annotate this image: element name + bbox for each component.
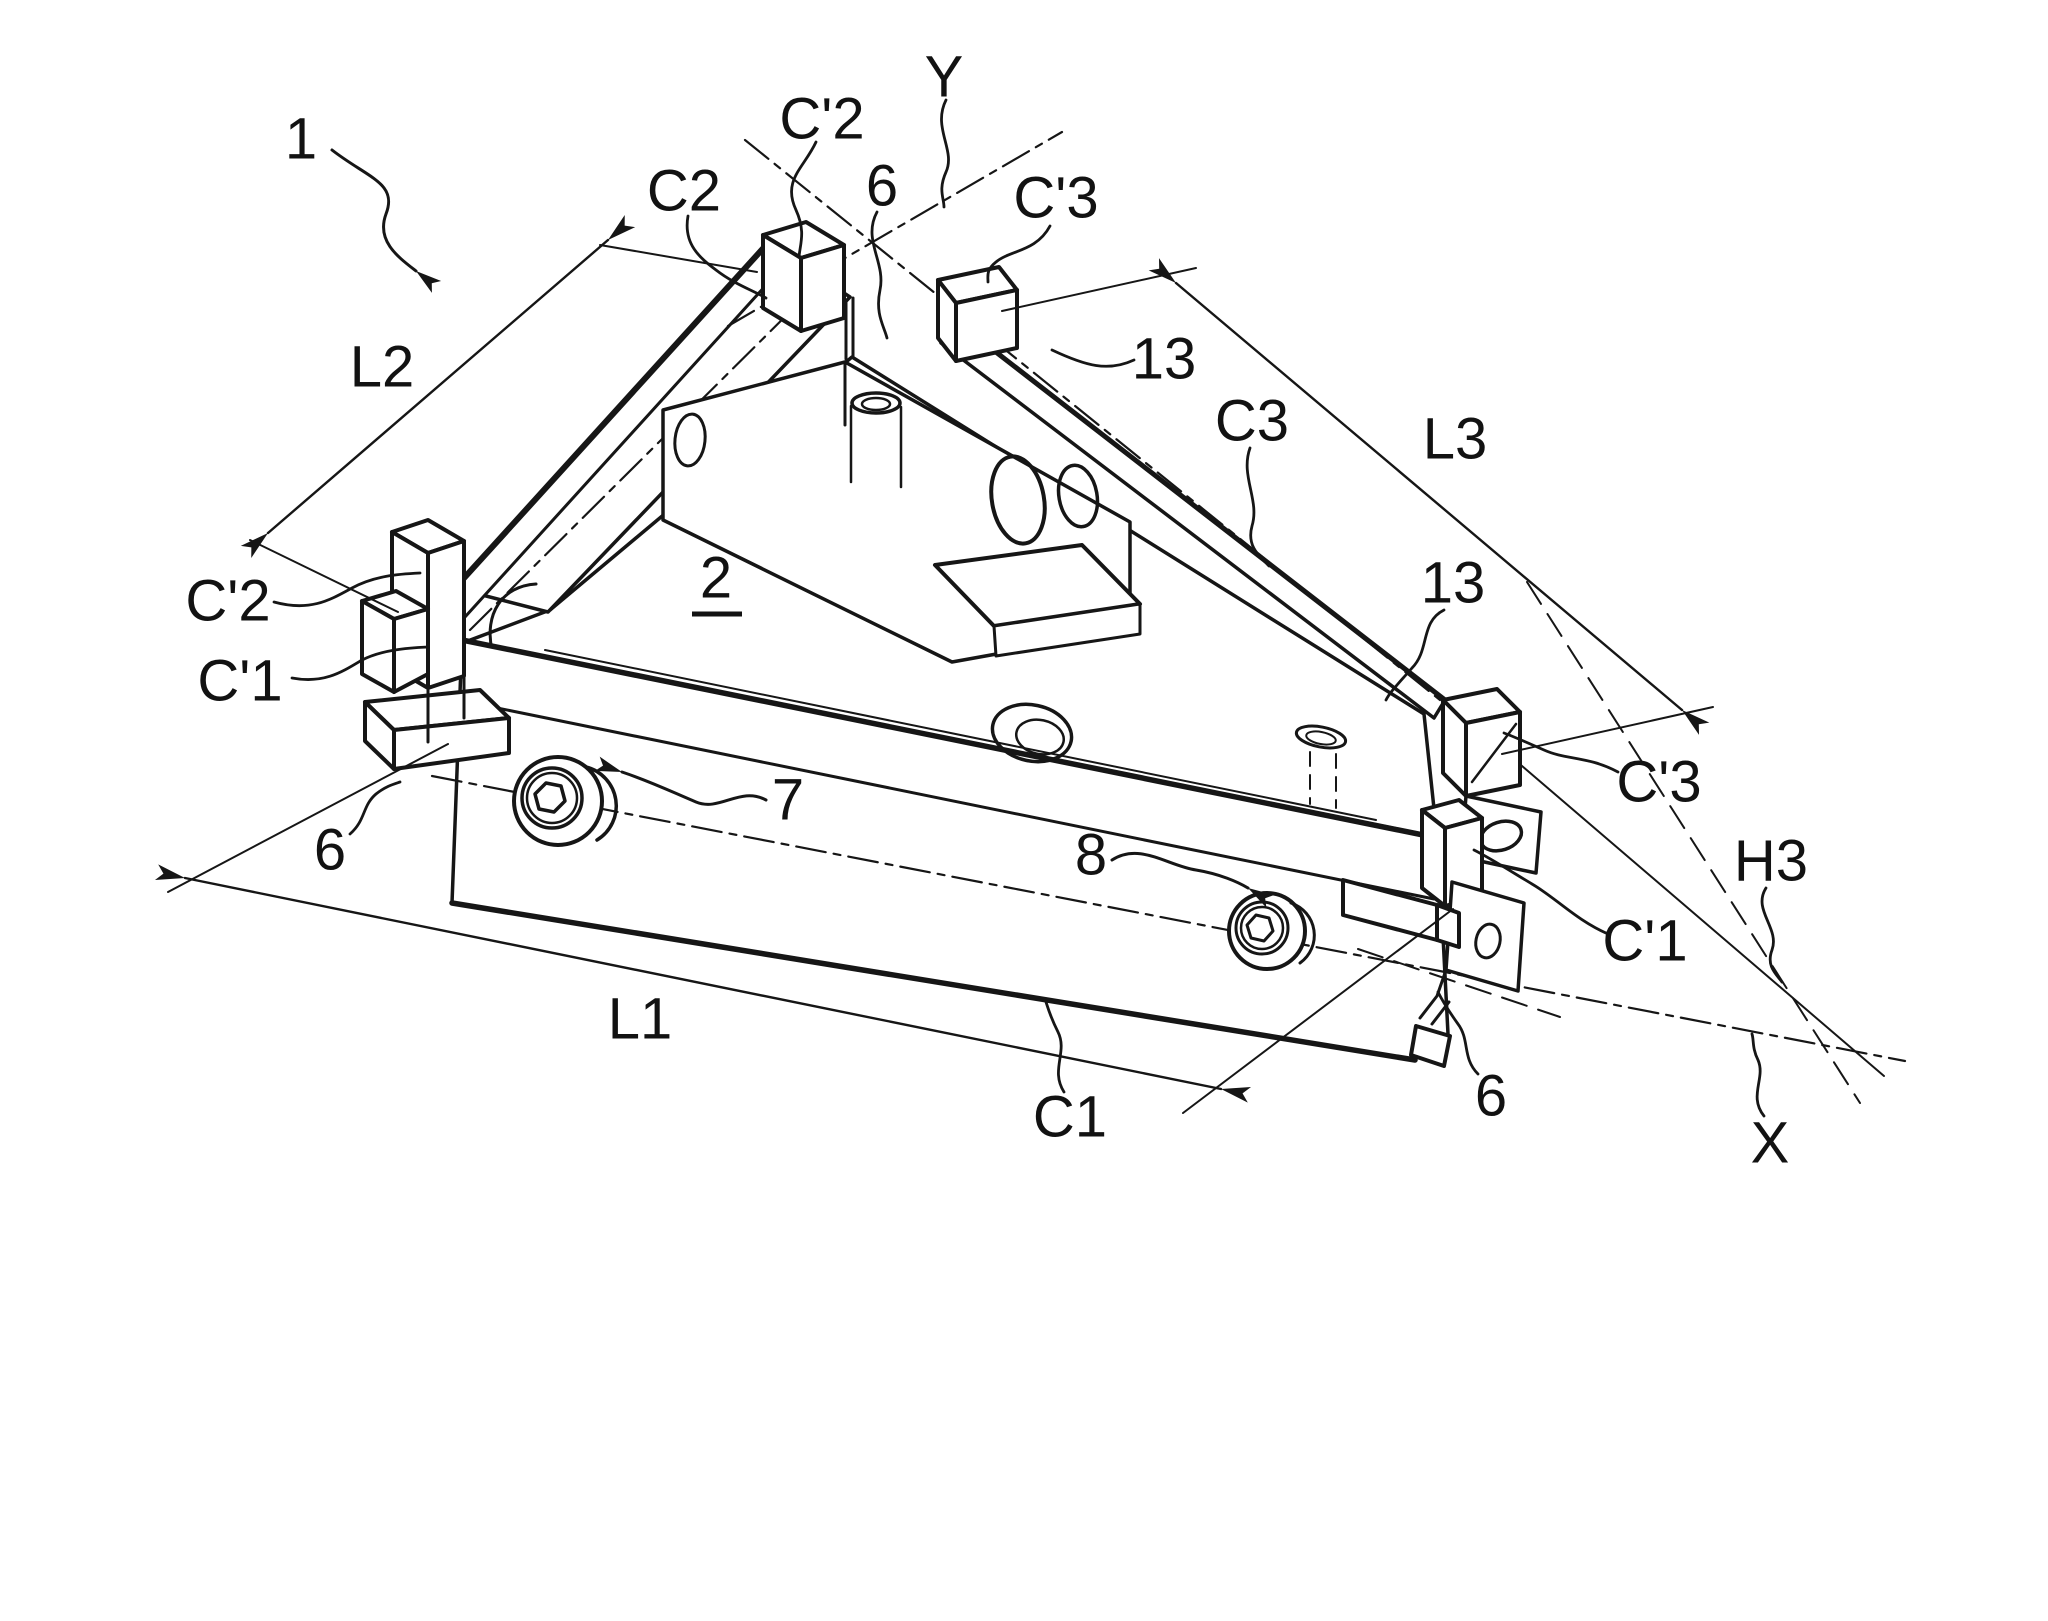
label-c-prime-3-top: C'3	[1013, 166, 1098, 231]
label-ref-1: 1	[285, 107, 317, 172]
leader-6-top	[870, 210, 889, 340]
label-dim-l3: L3	[1423, 407, 1488, 472]
corner-extension-line	[1451, 705, 1885, 1077]
label-c1: C1	[1033, 1085, 1107, 1150]
label-c-prime-2-top: C'2	[779, 87, 864, 152]
bottom-edge-extension	[1357, 948, 1561, 1018]
label-dim-h3: H3	[1734, 829, 1808, 894]
label-c-prime-1-left: C'1	[197, 649, 282, 714]
leader-1	[330, 148, 442, 293]
leader-c-prime-2-top	[790, 140, 818, 259]
label-dim-l2: L2	[350, 335, 415, 400]
leader-h3	[1760, 886, 1784, 984]
label-ref-13-top: 13	[1132, 327, 1197, 392]
leader-8	[1110, 851, 1275, 908]
leader-y	[940, 98, 950, 209]
label-dim-l1: L1	[608, 987, 673, 1052]
hex-socket-icon	[533, 781, 567, 814]
dimension-l1	[154, 743, 1454, 1114]
central-riser	[661, 360, 1142, 664]
label-ref-6-left: 6	[314, 818, 346, 883]
label-ref-8: 8	[1075, 823, 1107, 888]
label-axis-x: X	[1751, 1111, 1790, 1176]
label-axis-y: Y	[925, 45, 964, 110]
leader-13-top	[1050, 348, 1136, 368]
leader-c1	[1044, 1000, 1066, 1094]
leader-c-prime-2-left	[272, 571, 422, 608]
leader-6-left	[348, 780, 402, 836]
label-ref-6-top: 6	[866, 154, 898, 219]
leader-x	[1750, 1032, 1766, 1118]
label-c-prime-1-right: C'1	[1602, 909, 1687, 974]
label-ref-7: 7	[772, 768, 804, 833]
leader-7	[594, 756, 768, 806]
leader-lines	[272, 98, 1784, 1118]
label-c-prime-3-right: C'3	[1616, 750, 1701, 815]
h3-construction-line	[1526, 581, 1861, 1104]
leader-c-prime-3-right	[1502, 731, 1620, 774]
label-ref-6-bottom-right: 6	[1475, 1064, 1507, 1129]
leader-13-right	[1384, 608, 1446, 702]
label-c-prime-2-left: C'2	[185, 569, 270, 634]
label-ref-13-right: 13	[1421, 551, 1486, 616]
leader-6-bottom-right	[1436, 990, 1480, 1076]
leader-c-prime-1-right	[1472, 848, 1610, 936]
leader-c3	[1245, 446, 1271, 568]
apex-corner-blocks	[761, 220, 1019, 363]
leader-c2	[685, 214, 768, 300]
label-c3: C3	[1215, 389, 1289, 454]
leader-c-prime-1-left	[290, 645, 430, 681]
dimension-l2	[240, 215, 758, 613]
leader-c-prime-3-top	[986, 224, 1052, 284]
label-ref-2: 2	[700, 546, 732, 611]
label-c2: C2	[647, 159, 721, 224]
